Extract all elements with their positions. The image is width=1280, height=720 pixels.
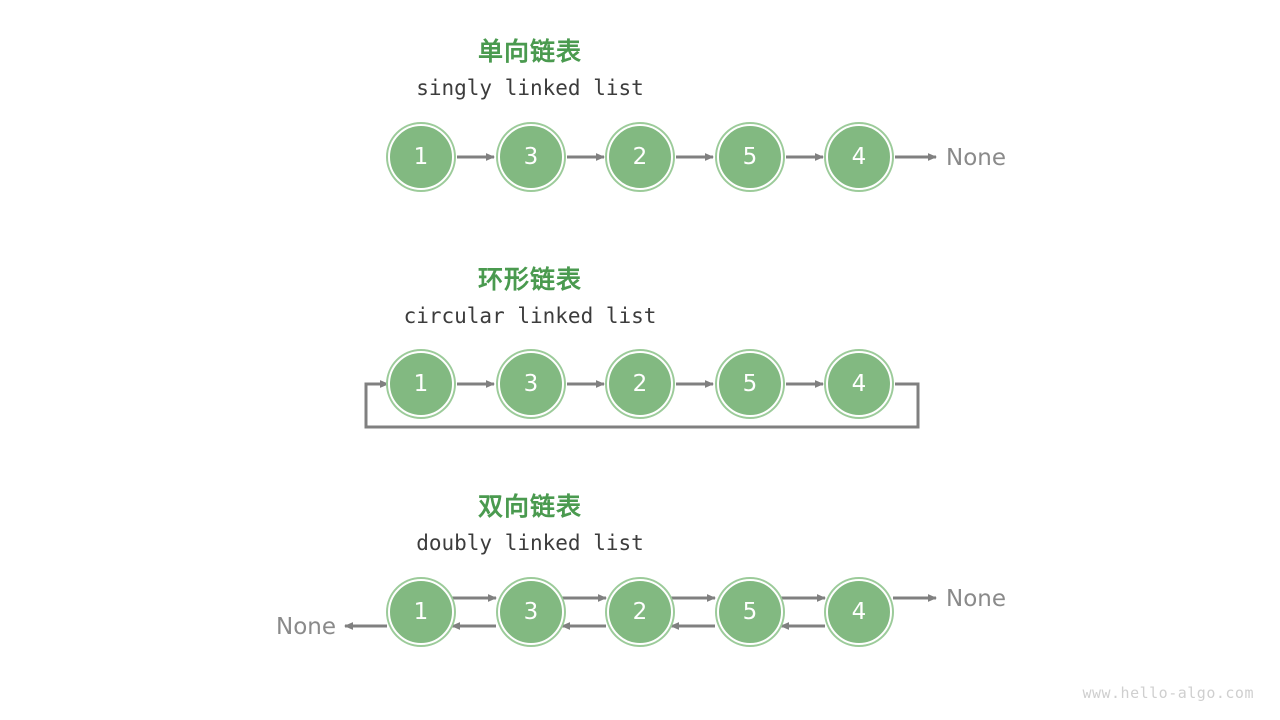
list-node: 5 — [717, 351, 783, 417]
section-subtitle-singly: singly linked list — [416, 76, 644, 100]
list-node: 4 — [826, 579, 892, 645]
list-node: 1 — [388, 351, 454, 417]
list-node: 2 — [607, 124, 673, 190]
head-none-label: None — [276, 614, 337, 640]
section-title-singly: 单向链表 — [477, 37, 582, 66]
section-title-circular: 环形链表 — [477, 265, 582, 294]
list-node: 2 — [607, 579, 673, 645]
list-node: 5 — [717, 124, 783, 190]
list-node: 3 — [498, 579, 564, 645]
circular-loopback-edge — [364, 380, 920, 429]
list-node: 3 — [498, 124, 564, 190]
list-node: 2 — [607, 351, 673, 417]
tail-none-label: None — [946, 586, 1007, 612]
list-node: 4 — [826, 124, 892, 190]
list-node: 3 — [498, 351, 564, 417]
section-title-doubly: 双向链表 — [477, 492, 582, 521]
list-node: 4 — [826, 351, 892, 417]
section-subtitle-circular: circular linked list — [403, 304, 657, 328]
tail-none-label: None — [946, 145, 1007, 171]
list-node: 1 — [388, 579, 454, 645]
watermark: www.hello-algo.com — [1082, 684, 1254, 702]
list-node: 5 — [717, 579, 783, 645]
section-subtitle-doubly: doubly linked list — [416, 531, 644, 555]
list-node: 1 — [388, 124, 454, 190]
